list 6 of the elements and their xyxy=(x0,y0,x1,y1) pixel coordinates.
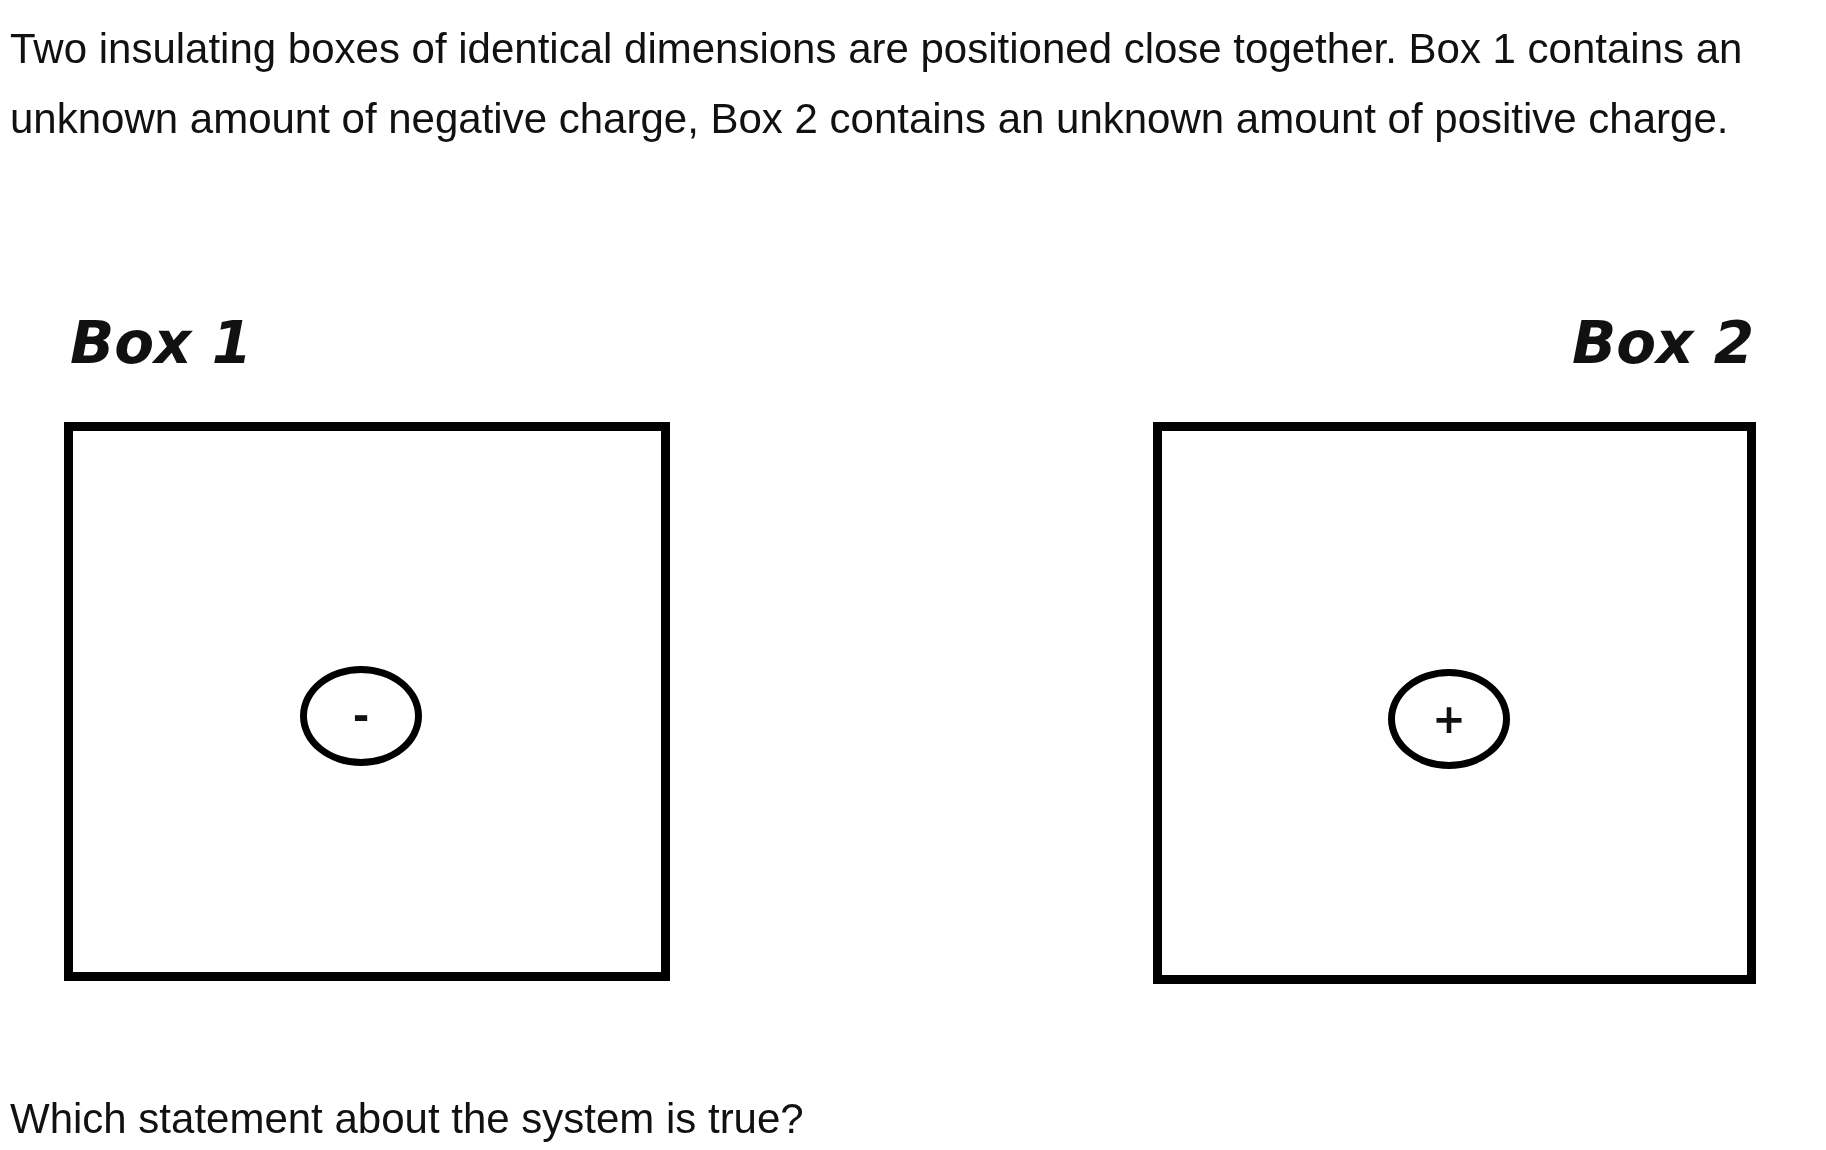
charge-symbol: + xyxy=(1388,669,1510,769)
charge-symbol: - xyxy=(300,666,422,766)
question-text: Two insulating boxes of identical dimensions are positioned close together. Box 1 contains an unknown amount of negative charge, Box 2 contains an unknown amount of positive charge. xyxy=(10,24,1744,144)
box-label: Box 1 xyxy=(70,310,252,376)
question-prompt: Which statement about the system is true? xyxy=(10,1095,804,1143)
box-label: Box 2 xyxy=(1572,310,1754,376)
